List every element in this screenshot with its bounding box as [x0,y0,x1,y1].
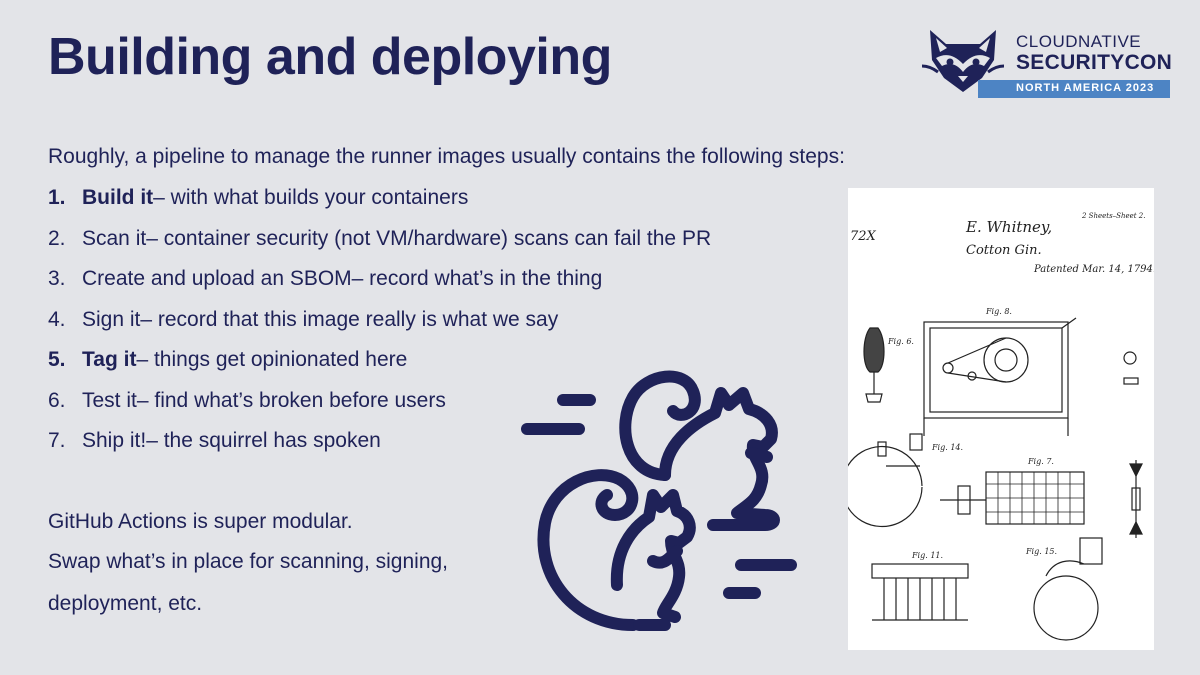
intro-text: Roughly, a pipeline to manage the runner… [48,145,845,168]
conference-logo: CLOUDNATIVE SECURITYCON NORTH AMERICA 20… [920,26,1173,100]
list-item: 7. Ship it! – the squirrel has spoken [48,426,711,467]
step-number: 1. [48,186,66,209]
fig-label: Fig. 11. [911,551,943,560]
pipeline-steps-list: 1. Build it – with what builds your cont… [48,183,711,467]
logo-band [978,80,1170,98]
step-name: Tag it [82,348,137,371]
step-name: Build it [82,186,154,209]
note-line: GitHub Actions is super modular. [48,510,353,533]
patent-sheet-note: 2 Sheets–Sheet 2. [1081,212,1145,220]
list-item: 4. Sign it – record that this image real… [48,305,711,346]
slide-title: Building and deploying [48,28,612,86]
note-line: Swap what’s in place for scanning, signi… [48,550,449,573]
step-number: 3. [48,267,66,290]
list-item: 3. Create and upload an SBOM – record wh… [48,264,711,305]
patent-margin-mark: 72X [850,229,877,244]
list-item: 5. Tag it – things get opinionated here [48,345,711,386]
patent-date: Patented Mar. 14, 1794. [1033,264,1154,275]
list-item: 1. Build it – with what builds your cont… [48,183,711,224]
list-item: 2. Scan it – container security (not VM/… [48,224,711,265]
step-name: Scan it [82,226,147,250]
logo-text-cloudnative: CLOUDNATIVE [1016,32,1142,51]
fig-label: Fig. 8. [985,307,1012,316]
two-squirrels-illustration [521,370,797,631]
logo-text-securitycon: SECURITYCON [1016,51,1173,74]
step-number: 2. [48,226,66,250]
step-description: – find what’s broken before users [136,388,446,412]
step-description: – record that this image really is what … [140,307,559,331]
step-number: 6. [48,388,66,412]
step-description: – record what’s in the thing [351,267,603,290]
step-description: – things get opinionated here [136,348,408,371]
step-description: – with what builds your containers [153,186,469,209]
patent-invention: Cotton Gin. [966,243,1042,258]
step-number: 5. [48,348,66,371]
step-description: – container security (not VM/hardware) s… [146,226,712,250]
list-item: 6. Test it – find what’s broken before u… [48,386,711,427]
step-number: 4. [48,307,66,331]
note-line: deployment, etc. [48,592,203,615]
step-name: Sign it [82,307,141,331]
fig-label: Fig. 6. [887,337,914,346]
patent-inventor: E. Whitney, [965,218,1052,236]
step-name: Create and upload an SBOM [82,267,352,290]
step-name: Test it [82,388,137,412]
step-description: – the squirrel has spoken [146,429,381,452]
patent-drawing-image: 72X 2 Sheets–Sheet 2. E. Whitney, Cotton… [848,188,1154,650]
raccoon-mascot-icon [921,30,1005,92]
fig-label: Fig. 15. [1025,547,1057,556]
step-number: 7. [48,429,66,452]
fig-label: Fig. 14. [931,443,963,452]
cotton-gin-patent-sketch: 72X 2 Sheets–Sheet 2. E. Whitney, Cotton… [848,212,1154,641]
fig-label: Fig. 7. [1027,457,1054,466]
logo-text-region: NORTH AMERICA 2023 [1016,82,1155,94]
step-name: Ship it! [82,429,147,452]
